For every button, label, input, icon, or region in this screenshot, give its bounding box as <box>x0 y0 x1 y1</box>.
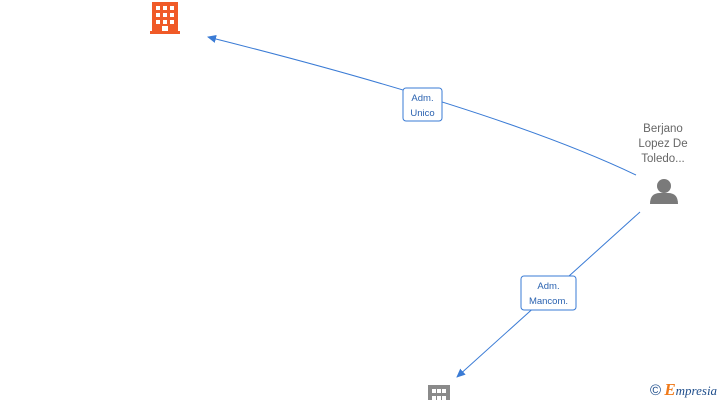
edge-label-adm-mancom-line-2: Mancom. <box>529 296 568 307</box>
brand-initial: E <box>664 380 676 399</box>
edge-label-adm-unico-line-2: Unico <box>410 108 434 119</box>
edge-label-adm-mancom[interactable]: Adm. Mancom. <box>520 275 577 311</box>
person-name-line-1: Berjano <box>643 123 683 135</box>
watermark: © Empresia <box>650 380 717 400</box>
person-icon[interactable] <box>650 179 678 204</box>
person-name-line-3: Toledo... <box>641 153 685 165</box>
copyright-icon: © <box>650 382 662 399</box>
building-icon[interactable] <box>150 2 180 34</box>
edge-label-adm-unico-line-1: Adm. <box>411 93 433 104</box>
edge-adm-unico <box>207 35 637 176</box>
person-name[interactable]: Berjano Lopez De Toledo... <box>622 122 704 167</box>
person-name-line-2: Lopez De <box>638 138 688 150</box>
brand-name: mpresia <box>675 383 718 398</box>
building-icon[interactable] <box>428 385 450 400</box>
edge-label-adm-mancom-line-1: Adm. <box>537 281 559 292</box>
edge-label-adm-unico[interactable]: Adm. Unico <box>402 87 443 122</box>
